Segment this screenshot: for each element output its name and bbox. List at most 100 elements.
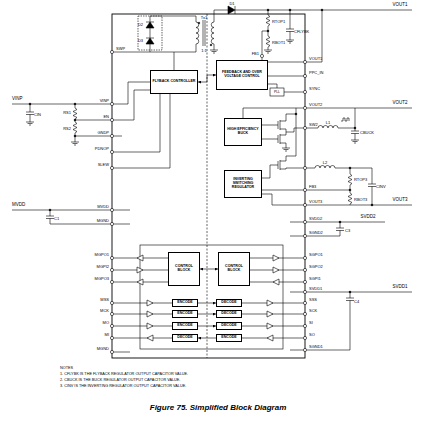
pin-name: SGPI1: [309, 277, 321, 281]
pin-circle: [110, 134, 113, 137]
pin-circle: [303, 234, 306, 237]
codec-block: ENCODE: [216, 334, 242, 342]
secondary-wire: [214, 10, 228, 50]
function-block: FEEDBACK AND OVER VOLTAGE CONTROL: [216, 60, 268, 90]
pin-name: VINP: [100, 99, 109, 103]
pin-circle: [110, 336, 113, 339]
function-block: CONTROL BLOCK: [218, 252, 250, 286]
junction-dot: [295, 113, 297, 115]
buffer-symbol: [267, 300, 273, 341]
net-name: VINP: [12, 97, 23, 102]
pin-name: MGPO1: [95, 253, 109, 257]
pin-circle: [110, 102, 113, 105]
net-name: SVDD1: [392, 285, 407, 290]
block-label: ENCODE: [177, 324, 192, 328]
pin-name: SI: [309, 321, 313, 325]
pin-circle: [260, 54, 263, 57]
pin-circle: [303, 220, 306, 223]
net-name: SVDD2: [360, 215, 375, 220]
pin-name: VOUT2: [309, 103, 322, 107]
function-block: INVERTING SWITCHING REGULATOR: [224, 170, 262, 198]
net-name: VOUT2: [392, 101, 407, 106]
resistor-symbol: [266, 10, 270, 50]
part-name: RTOP1: [272, 20, 285, 24]
mosfet-symbol: [262, 134, 286, 148]
function-block: FLYBACK CONTROLLER: [150, 70, 198, 94]
pin-name: EN: [103, 115, 109, 119]
output-wire: [235, 10, 412, 11]
signal-connector: [198, 303, 216, 304]
junction-dot: [349, 167, 351, 169]
pin-name: SGND1: [309, 345, 323, 349]
pin-name: MSS: [100, 298, 109, 302]
part-name: D3: [138, 39, 143, 43]
pin-name: SLEW: [98, 163, 109, 167]
junction-dot: [267, 9, 269, 11]
pin-circle: [110, 280, 113, 283]
codec-block: DECODE: [172, 334, 198, 342]
supply-wire: [290, 222, 385, 236]
pin-name: GNDP: [97, 131, 109, 135]
block-label: CONTROL BLOCK: [170, 265, 199, 273]
pin-circle: [110, 222, 113, 225]
pin-name: SVDD2: [309, 217, 322, 221]
note-text: 2. CBUCK IS THE BUCK REGULATOR OUTPUT CA…: [60, 379, 180, 383]
part-name: CFLYBK: [294, 30, 309, 34]
codec-block: ENCODE: [172, 310, 198, 318]
mosfet-symbol: [262, 108, 296, 135]
buck-wire: [243, 108, 412, 118]
junction-dots: [29, 9, 373, 293]
pin-circle: [110, 350, 113, 353]
capacitor-symbol: [368, 168, 376, 205]
function-block: HIGH EFFICIENCY BUCK: [224, 118, 262, 146]
codec-block: ENCODE: [172, 299, 198, 307]
pin-circle: [303, 256, 306, 259]
switch-wire: [114, 44, 196, 70]
pin-circle: [110, 301, 113, 304]
pin-name: FB3: [309, 185, 316, 189]
pin-circle: [303, 312, 306, 315]
pin-circle: [303, 301, 306, 304]
pin-circle: [303, 203, 306, 206]
polarity-dot: [210, 44, 212, 46]
junction-dot: [371, 204, 373, 206]
net-name: VOUT3: [392, 198, 407, 203]
block-label: DECODE: [221, 324, 236, 328]
note-text: 3. CINV IS THE INVERTING REGULATOR OUTPU…: [60, 385, 186, 389]
junction-dot: [349, 291, 351, 293]
pin-circle: [110, 256, 113, 259]
pin-circle: [303, 126, 306, 129]
junction-dot: [349, 189, 351, 191]
pin-name: VOUT3: [309, 200, 322, 204]
part-name: C3: [345, 229, 350, 233]
capacitor-symbol: [26, 104, 34, 122]
part-name: C4: [354, 300, 359, 304]
pin-name: SYNC: [309, 87, 320, 91]
codec-block: DECODE: [216, 299, 242, 307]
part-name: D1: [229, 2, 234, 6]
block-label: CONTROL BLOCK: [220, 265, 249, 273]
left-pins: [110, 50, 113, 353]
inductor-symbol: [307, 166, 372, 168]
block-label: FLYBACK CONTROLLER: [153, 80, 196, 84]
pin-name: SGPO1: [309, 253, 323, 257]
block-label: DECODE: [221, 301, 236, 305]
pin-name: MVDD: [97, 205, 109, 209]
capacitor-symbol: [307, 222, 344, 236]
capacitor-symbol: [46, 210, 110, 224]
part-name: RS2: [63, 127, 71, 131]
part-name: RS1: [63, 111, 71, 115]
pin-circle: [303, 60, 306, 63]
net-name: VOUT1: [392, 3, 407, 8]
pin-circle: [303, 74, 306, 77]
pin-name: MO: [103, 321, 109, 325]
pin-circle: [303, 336, 306, 339]
pin-circle: [303, 188, 306, 191]
codec-block: DECODE: [216, 310, 242, 318]
part-name: CBUCK: [360, 131, 374, 135]
pin-circle: [110, 208, 113, 211]
junction-dot: [354, 127, 356, 129]
junction-dot: [339, 221, 341, 223]
right-pins: [303, 60, 306, 351]
pin-name: MI: [105, 333, 109, 337]
